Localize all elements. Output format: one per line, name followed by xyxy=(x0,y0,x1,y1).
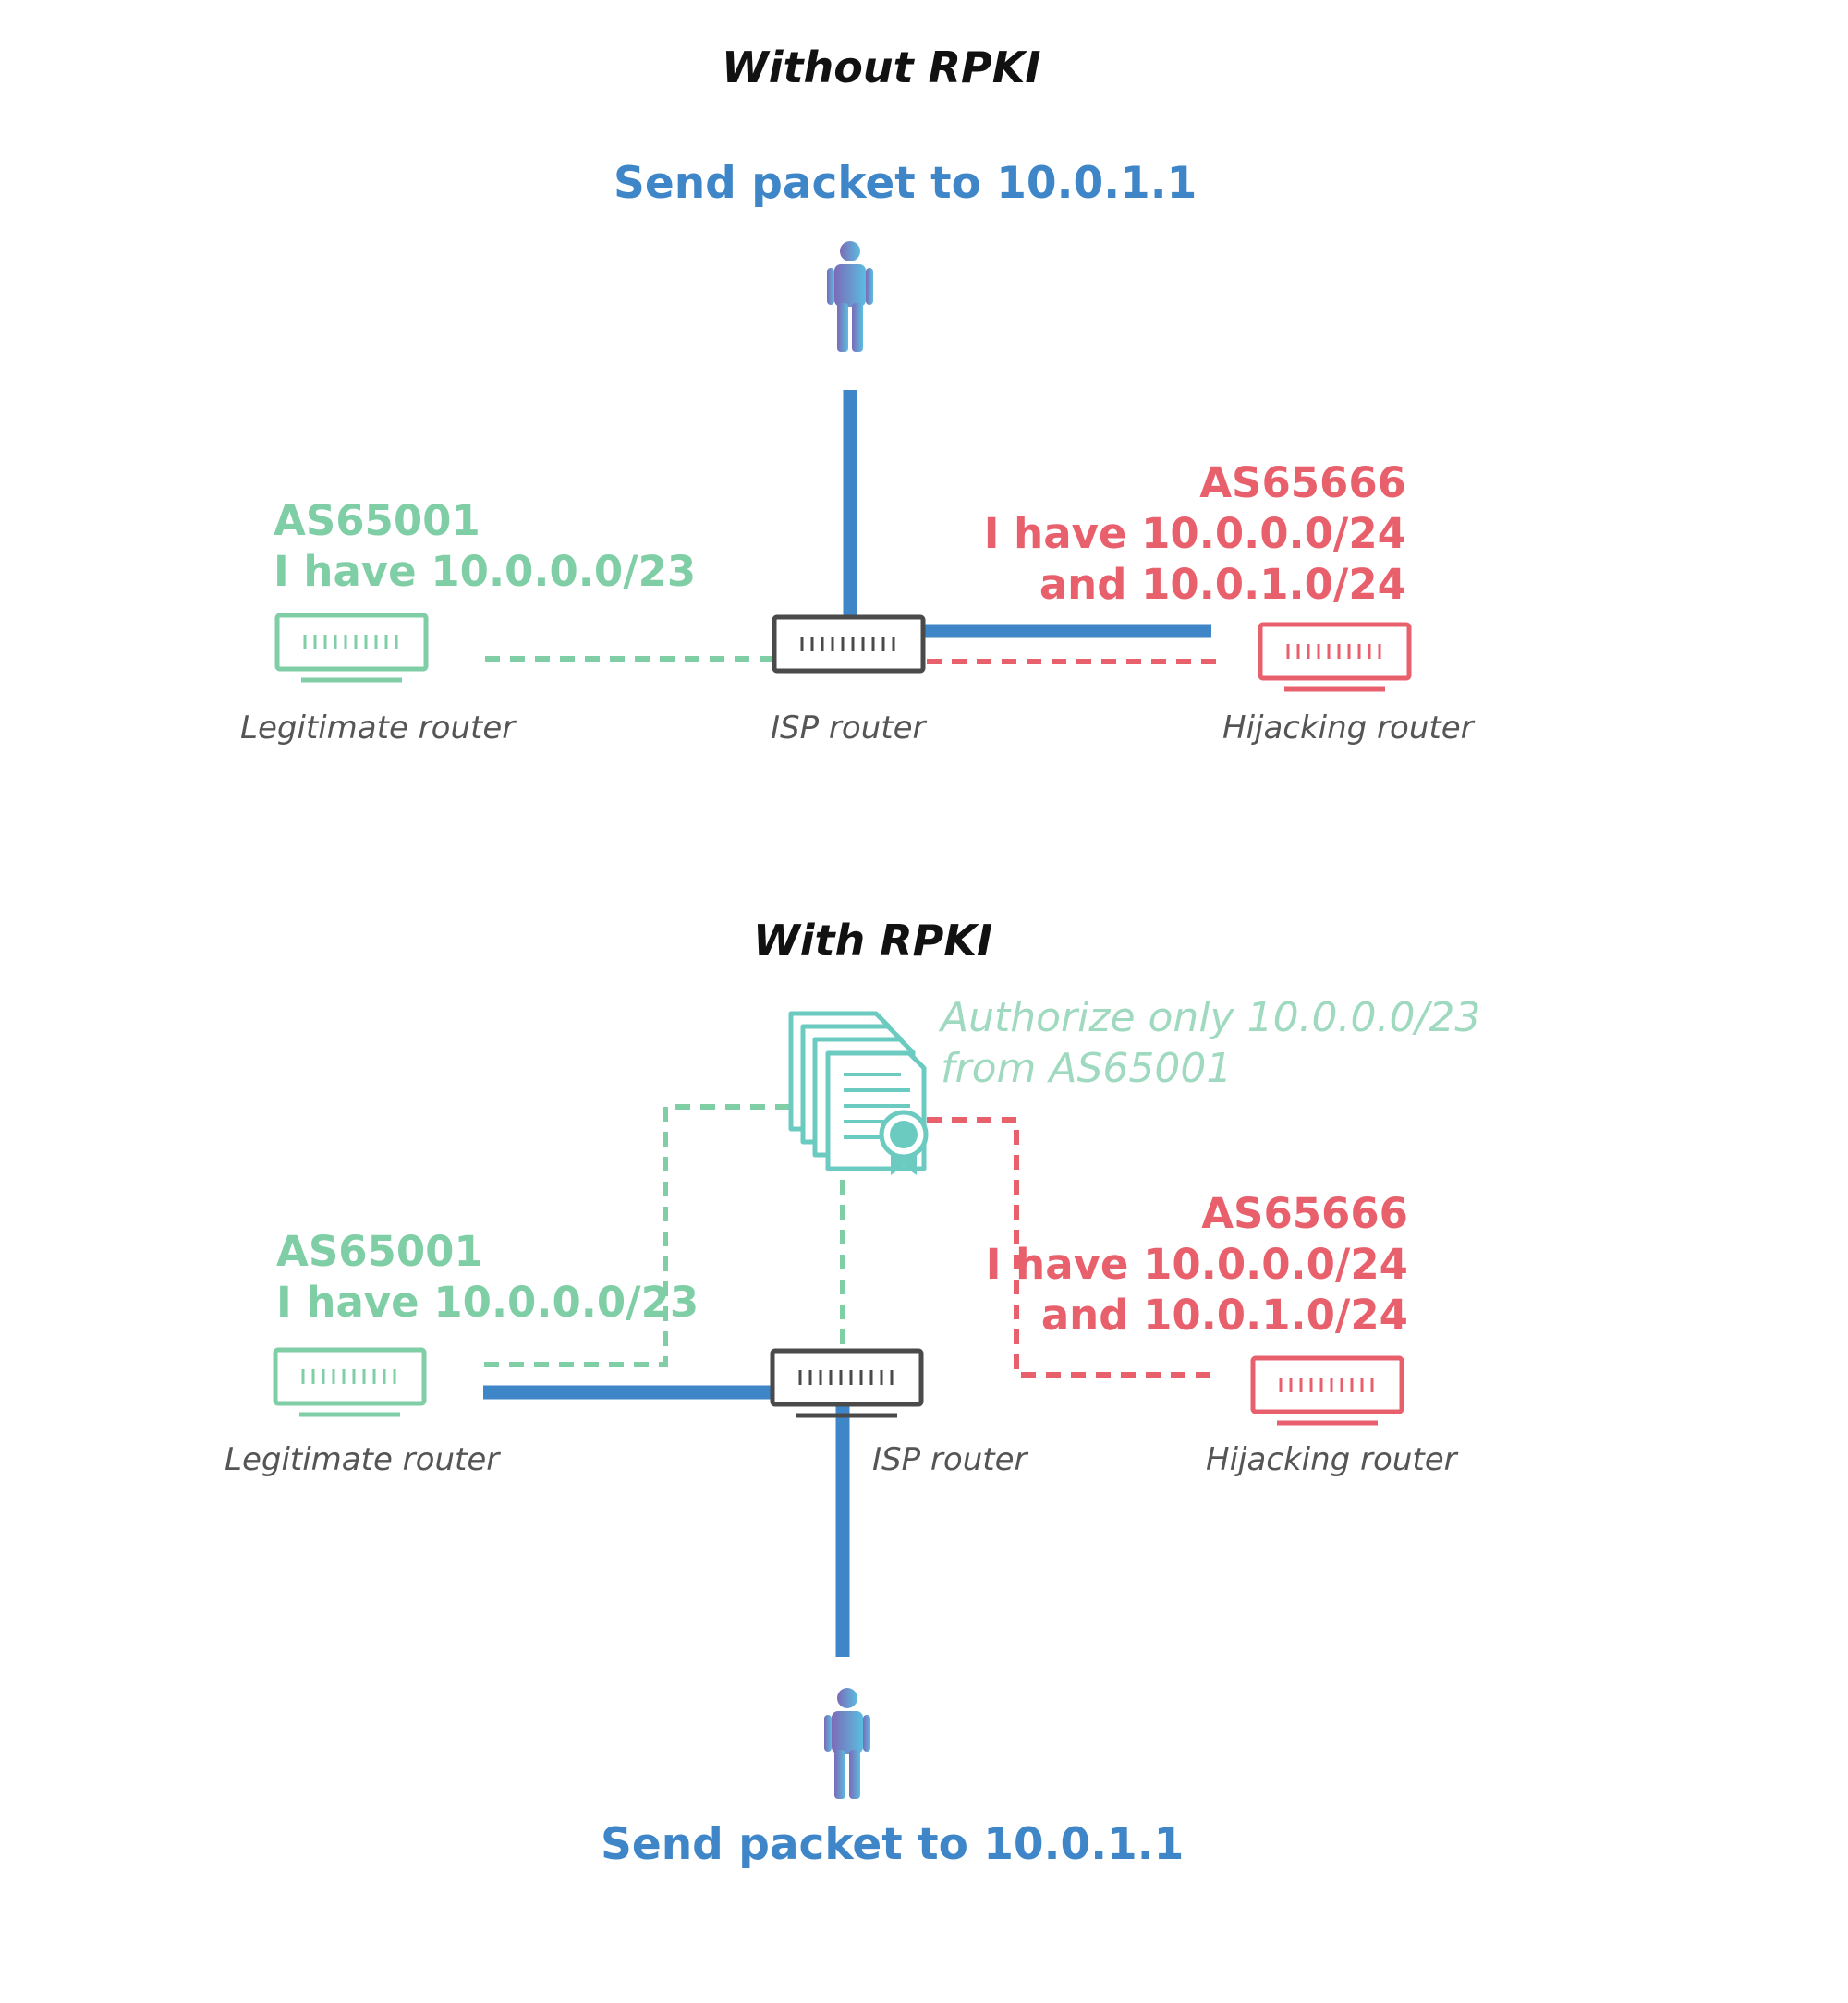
roa-text: from AS65001 xyxy=(941,1045,1233,1092)
hijack-prefix-label: and 10.0.1.0/24 xyxy=(1039,560,1406,609)
router-icon xyxy=(1258,622,1412,692)
legit-asn-label: AS65001 xyxy=(274,496,480,545)
send-packet-label: Send packet to 10.0.1.1 xyxy=(601,1819,1185,1870)
router-icon xyxy=(274,613,429,683)
isp-router-caption: ISP router xyxy=(872,1441,1027,1478)
section-heading-without: Without RPKI xyxy=(722,42,1041,92)
hijack-router-caption: Hijacking router xyxy=(1222,710,1474,747)
router-icon xyxy=(772,614,926,674)
roa-text: Authorize only 10.0.0.0/23 xyxy=(941,994,1481,1041)
router-icon xyxy=(770,1348,924,1418)
router-icon xyxy=(273,1347,427,1417)
legit-router-caption: Legitimate router xyxy=(240,710,516,747)
router-icon xyxy=(1250,1355,1404,1426)
hijack-router-caption: Hijacking router xyxy=(1206,1441,1457,1478)
award-ribbon-icon xyxy=(879,1110,929,1175)
isp-router-caption: ISP router xyxy=(771,710,926,747)
legit-prefix-label: I have 10.0.0.0/23 xyxy=(276,1278,699,1327)
roa-to-legit-dashed-link xyxy=(483,1104,790,1367)
hijack-prefix-label: I have 10.0.0.0/24 xyxy=(985,1240,1408,1289)
legit-asn-label: AS65001 xyxy=(276,1227,483,1276)
legit-router-caption: Legitimate router xyxy=(225,1441,500,1478)
hijack-asn-label: AS65666 xyxy=(1199,458,1406,507)
legit-prefix-label: I have 10.0.0.0/23 xyxy=(274,547,697,596)
send-packet-label: Send packet to 10.0.1.1 xyxy=(614,158,1198,209)
certificate-stack-icon xyxy=(788,1011,929,1175)
section-heading-with: With RPKI xyxy=(753,916,993,965)
person-icon xyxy=(824,1688,870,1799)
person-icon xyxy=(827,241,873,352)
hijack-prefix-label: and 10.0.1.0/24 xyxy=(1040,1291,1408,1340)
hijack-asn-label: AS65666 xyxy=(1201,1189,1408,1238)
hijack-prefix-label: I have 10.0.0.0/24 xyxy=(983,509,1406,558)
